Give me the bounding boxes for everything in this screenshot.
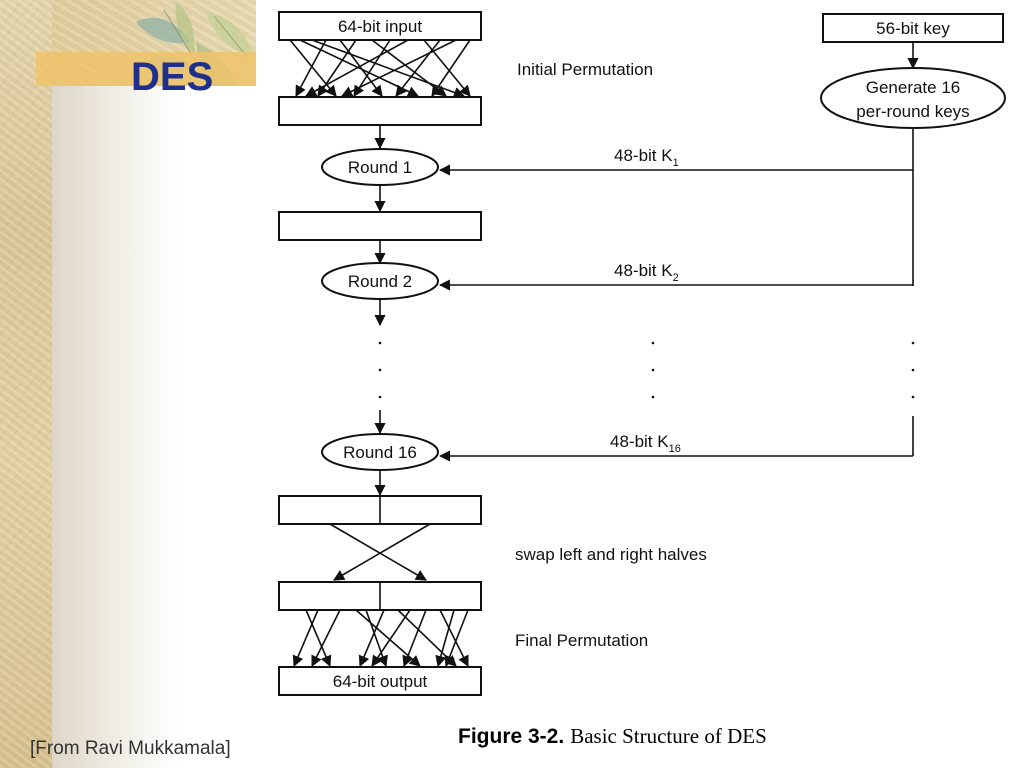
round-2-label: Round 2 [348, 272, 412, 291]
continuation-dots [378, 341, 915, 399]
round-1-label: Round 1 [348, 158, 412, 177]
round-2-key-label: 48-bit K2 [614, 261, 679, 284]
input-box [278, 11, 482, 41]
output-box-label: 64-bit output [333, 672, 428, 691]
fade-strip [52, 86, 182, 768]
des-structure-diagram: 64-bit input Initial Permutation 56-bit … [278, 11, 1006, 696]
round-1-key-label: 48-bit K1 [614, 146, 679, 169]
output-box [278, 666, 482, 696]
key-generator-line-1: Generate 16 [866, 78, 961, 97]
initial-permutation-label: Initial Permutation [517, 60, 653, 79]
round-16-label: Round 16 [343, 443, 417, 462]
final-permutation-arrows [292, 609, 469, 668]
key-generator-line-2: per-round keys [856, 102, 969, 121]
final-permutation-label: Final Permutation [515, 631, 648, 650]
title-highlight-strip [36, 52, 256, 86]
figure-caption-text: Basic Structure of DES [570, 724, 767, 748]
swap-label: swap left and right halves [515, 545, 707, 564]
figure-caption: Figure 3-2.Basic Structure of DES [458, 724, 767, 749]
round-16-key-label: 48-bit K16 [610, 432, 681, 455]
key-box [822, 13, 1004, 43]
textured-side-panel [0, 0, 52, 768]
slide-title: DES [131, 55, 214, 99]
permuted-block-box [278, 96, 482, 126]
input-box-label: 64-bit input [338, 17, 422, 36]
key-box-label: 56-bit key [876, 19, 950, 38]
initial-permutation-arrows [289, 39, 471, 98]
source-credit: [From Ravi Mukkamala] [30, 738, 231, 759]
swap-arrows [329, 523, 431, 581]
intermediate-block-box [278, 211, 482, 241]
figure-number: Figure 3-2. [458, 725, 565, 748]
